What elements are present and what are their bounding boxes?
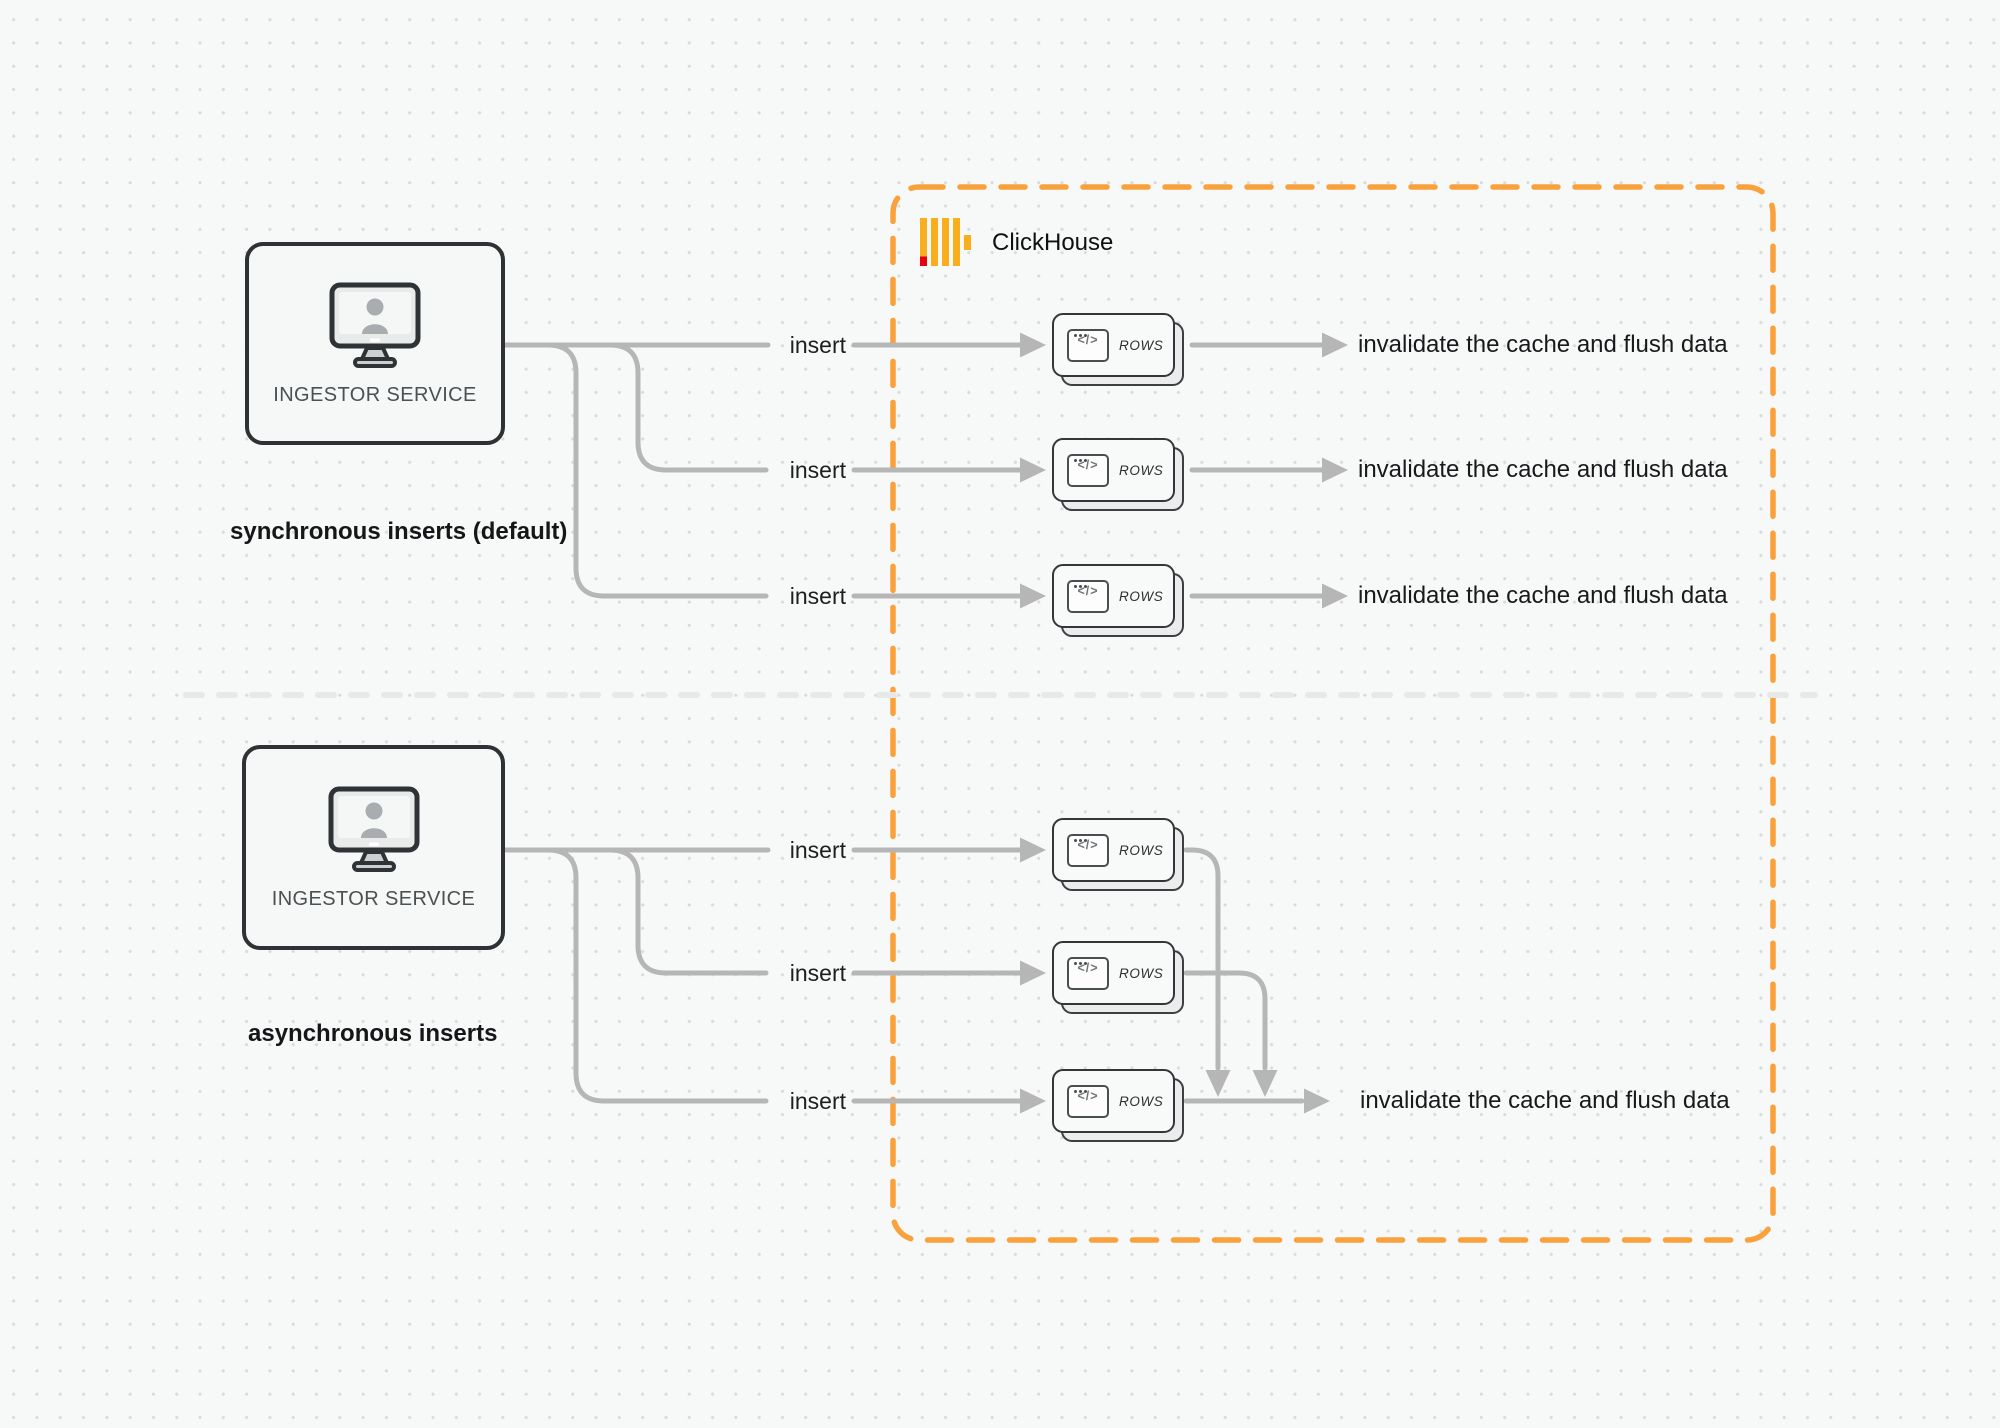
code-glyph: </>: [1077, 583, 1099, 598]
arrowhead-icon: [1322, 457, 1348, 483]
rows-stack-front: </> ROWS: [1052, 941, 1175, 1005]
logo-bar: [931, 218, 938, 266]
rows-stack-front: </> ROWS: [1052, 564, 1175, 628]
rows-stack-front: </> ROWS: [1052, 818, 1175, 882]
window-dots-icon: [1074, 458, 1077, 462]
code-window-icon: </>: [1067, 1084, 1109, 1118]
insert-label: insert: [789, 960, 846, 986]
code-glyph: </>: [1077, 457, 1099, 472]
rows-box: </> ROWS: [1052, 941, 1184, 1014]
arrowhead-icon: [1322, 583, 1348, 609]
rows-box: </> ROWS: [1052, 818, 1184, 891]
rows-box: </> ROWS: [1052, 313, 1184, 386]
code-glyph: </>: [1077, 1088, 1099, 1103]
code-window-icon: </>: [1067, 453, 1109, 487]
caption-synchronous: synchronous inserts (default): [230, 518, 568, 545]
logo-bar: [920, 218, 927, 266]
logo-bar: [953, 218, 960, 266]
arrowhead-icon: [1020, 457, 1046, 483]
monitor-user-icon: [328, 786, 419, 872]
ingestor-service-box-async: INGESTOR SERVICE: [242, 745, 505, 950]
window-dots-icon: [1074, 1089, 1077, 1093]
insert-label: insert: [789, 332, 846, 358]
result-label: invalidate the cache and flush data: [1358, 456, 1728, 483]
rows-label: ROWS: [1119, 1093, 1164, 1109]
arrowheads: [1020, 332, 1348, 1114]
result-label: invalidate the cache and flush data: [1358, 582, 1728, 609]
connector-lines: [500, 342, 1325, 1104]
rows-box: </> ROWS: [1052, 1069, 1184, 1142]
arrowhead-down-icon: [1252, 1070, 1278, 1097]
ingestor-service-label: INGESTOR SERVICE: [271, 888, 476, 910]
clickhouse-label: ClickHouse: [992, 229, 1114, 256]
code-glyph: </>: [1077, 332, 1099, 347]
rows-label: ROWS: [1119, 462, 1164, 478]
result-label: invalidate the cache and flush data: [1360, 1087, 1730, 1114]
rows-label: ROWS: [1119, 588, 1164, 604]
rows-label: ROWS: [1119, 965, 1164, 981]
result-label: invalidate the cache and flush data: [1358, 331, 1728, 358]
window-dots-icon: [1074, 333, 1077, 337]
rows-stack-front: </> ROWS: [1052, 1069, 1175, 1133]
arrowhead-icon: [1304, 1088, 1330, 1114]
arrowhead-icon: [1020, 332, 1046, 358]
window-dots-icon: [1074, 584, 1077, 588]
arrowhead-icon: [1020, 960, 1046, 986]
code-glyph: </>: [1077, 960, 1099, 975]
arrowhead-icon: [1020, 1088, 1046, 1114]
logo-bar: [964, 234, 971, 250]
logo-bar: [942, 218, 949, 266]
code-window-icon: </>: [1067, 328, 1109, 362]
monitor-user-icon: [329, 282, 421, 368]
window-dots-icon: [1074, 961, 1077, 965]
code-window-icon: </>: [1067, 956, 1109, 990]
rows-label: ROWS: [1119, 337, 1164, 353]
arrowhead-icon: [1322, 332, 1348, 358]
insert-label: insert: [789, 1088, 846, 1114]
insert-label: insert: [789, 583, 846, 609]
caption-asynchronous: asynchronous inserts: [248, 1020, 498, 1047]
rows-box: </> ROWS: [1052, 438, 1184, 511]
window-dots-icon: [1074, 838, 1077, 842]
insert-label: insert: [789, 457, 846, 483]
rows-stack-front: </> ROWS: [1052, 313, 1175, 377]
rows-box: </> ROWS: [1052, 564, 1184, 637]
clickhouse-logo-icon: [920, 218, 971, 266]
arrowhead-icon: [1020, 583, 1046, 609]
code-glyph: </>: [1077, 837, 1099, 852]
code-window-icon: </>: [1067, 833, 1109, 867]
arrowhead-icon: [1020, 837, 1046, 863]
ingestor-service-box-sync: INGESTOR SERVICE: [245, 242, 505, 445]
rows-stack-front: </> ROWS: [1052, 438, 1175, 502]
rows-label: ROWS: [1119, 842, 1164, 858]
code-window-icon: </>: [1067, 579, 1109, 613]
ingestor-service-label: INGESTOR SERVICE: [273, 384, 477, 406]
clickhouse-dashed-border: [890, 184, 1776, 1243]
insert-label: insert: [789, 837, 846, 863]
arrowhead-down-icon: [1205, 1070, 1231, 1097]
